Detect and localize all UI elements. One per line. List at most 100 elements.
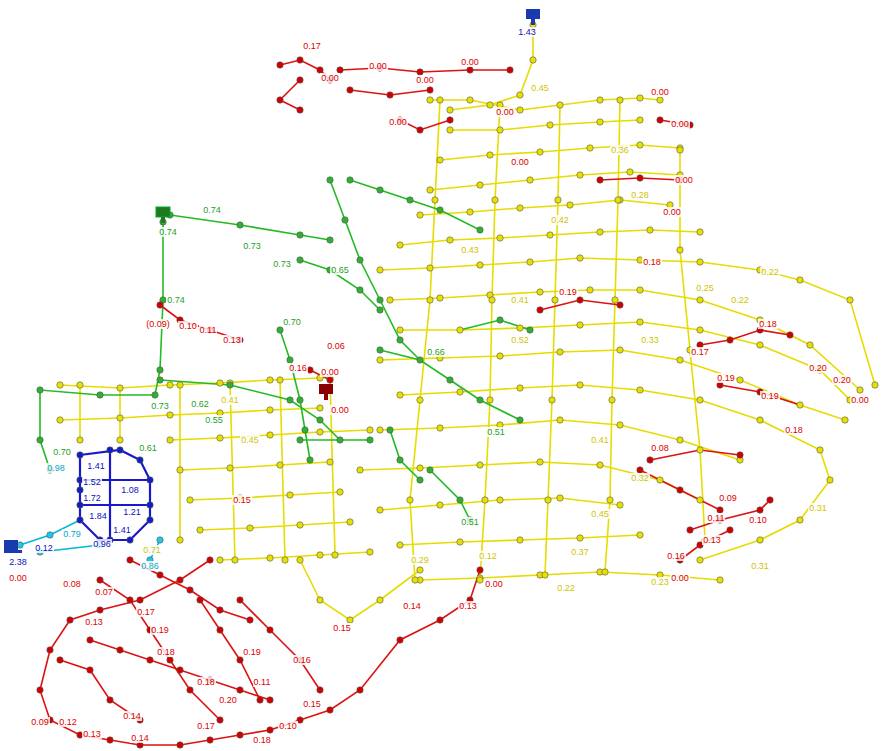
flow-value: 0.00 <box>320 73 340 83</box>
junction-dot <box>677 487 683 493</box>
junction-dot <box>467 209 473 215</box>
flow-value: 0.42 <box>550 215 570 225</box>
junction-dot <box>697 229 703 235</box>
flow-value: 0.14 <box>130 733 150 743</box>
junction-dot <box>417 127 423 133</box>
flow-value: 0.62 <box>190 399 210 409</box>
flow-value: 0.14 <box>122 711 142 721</box>
junction-dot <box>377 357 383 363</box>
flow-value: 0.73 <box>242 241 262 251</box>
junction-dot <box>327 459 333 465</box>
pipe <box>330 180 420 360</box>
junction-dot <box>297 57 303 63</box>
flow-value: 0.00 <box>368 61 388 71</box>
junction-dot <box>437 425 443 431</box>
junction-dot <box>557 102 563 108</box>
junction-dot <box>57 657 63 663</box>
junction-dot <box>567 202 573 208</box>
junction-dot <box>437 157 443 163</box>
pipe <box>380 350 520 420</box>
junction-dot <box>597 177 603 183</box>
junction-dot <box>77 452 83 458</box>
junction-dot <box>657 97 663 103</box>
flow-value: 0.51 <box>460 517 480 527</box>
junction-dot <box>342 217 348 223</box>
junction-dot <box>197 527 203 533</box>
junction-dot <box>117 437 123 443</box>
junction-dot <box>177 742 183 748</box>
junction-dot <box>167 382 173 388</box>
junction-dot <box>617 97 623 103</box>
pipe <box>80 504 150 506</box>
junction-dot <box>107 447 113 453</box>
junction-dot <box>277 97 283 103</box>
junction-dot <box>227 382 233 388</box>
junction-dot <box>347 519 353 525</box>
pipe <box>340 68 510 72</box>
flow-value: 0.10 <box>748 515 768 525</box>
junction-dot <box>697 259 703 265</box>
flow-value: 1.52 <box>82 477 102 487</box>
junction-dot <box>267 697 273 703</box>
flow-value: 1.21 <box>122 507 142 517</box>
junction-dot <box>167 412 173 418</box>
junction-dot <box>457 327 463 333</box>
flow-value: 0.00 <box>330 405 350 415</box>
junction-dot <box>327 237 333 243</box>
junction-dot <box>177 467 183 473</box>
flow-value: 0.10 <box>178 321 198 331</box>
junction-dot <box>457 539 463 545</box>
flow-value: 0.14 <box>402 601 422 611</box>
pipe <box>179 385 181 540</box>
flow-value: 0.00 <box>8 573 28 583</box>
junction-dot <box>597 119 603 125</box>
junction-dot <box>637 532 643 538</box>
junction-dot <box>477 397 483 403</box>
junction-dot <box>277 462 283 468</box>
junction-dot <box>117 385 123 391</box>
flow-value: 0.00 <box>460 57 480 67</box>
junction-dot <box>517 417 523 423</box>
flow-value: 0.17 <box>196 721 216 731</box>
junction-dot <box>542 572 548 578</box>
flow-value: 0.73 <box>272 259 292 269</box>
junction-dot <box>617 347 623 353</box>
pipe <box>430 98 660 110</box>
junction-dot <box>217 557 223 563</box>
pipe <box>190 492 340 500</box>
junction-dot <box>217 607 223 613</box>
tank-symbol <box>526 9 540 25</box>
junction-dot <box>397 637 403 643</box>
junction-dot <box>87 667 93 673</box>
junction-dot <box>77 517 83 523</box>
pipe <box>380 420 740 460</box>
flow-value: 0.70 <box>282 317 302 327</box>
junction-dot <box>437 207 443 213</box>
junction-dot <box>555 197 561 203</box>
junction-dot <box>647 227 653 233</box>
junction-dot <box>757 537 763 543</box>
flow-value: 0.00 <box>415 75 435 85</box>
junction-dot <box>737 377 743 383</box>
flow-value: 0.23 <box>650 577 670 587</box>
junction-dot <box>377 187 383 193</box>
junction-dot <box>447 377 453 383</box>
junction-layer <box>17 22 878 748</box>
flow-value: 0.41 <box>220 395 240 405</box>
flow-value: 0.66 <box>426 347 446 357</box>
flow-value: 0.65 <box>330 265 350 275</box>
flow-value: 0.16 <box>288 363 308 373</box>
junction-dot <box>527 177 533 183</box>
junction-dot <box>757 342 763 348</box>
flow-value: 0.00 <box>388 117 408 127</box>
junction-dot <box>617 502 623 508</box>
pipe <box>390 430 420 480</box>
junction-dot <box>677 357 683 363</box>
flow-value: 0.19 <box>558 287 578 297</box>
pipe-network <box>20 25 875 745</box>
flow-value: 0.00 <box>662 207 682 217</box>
junction-dot <box>417 477 423 483</box>
junction-dot <box>167 437 173 443</box>
pipe <box>100 580 220 720</box>
